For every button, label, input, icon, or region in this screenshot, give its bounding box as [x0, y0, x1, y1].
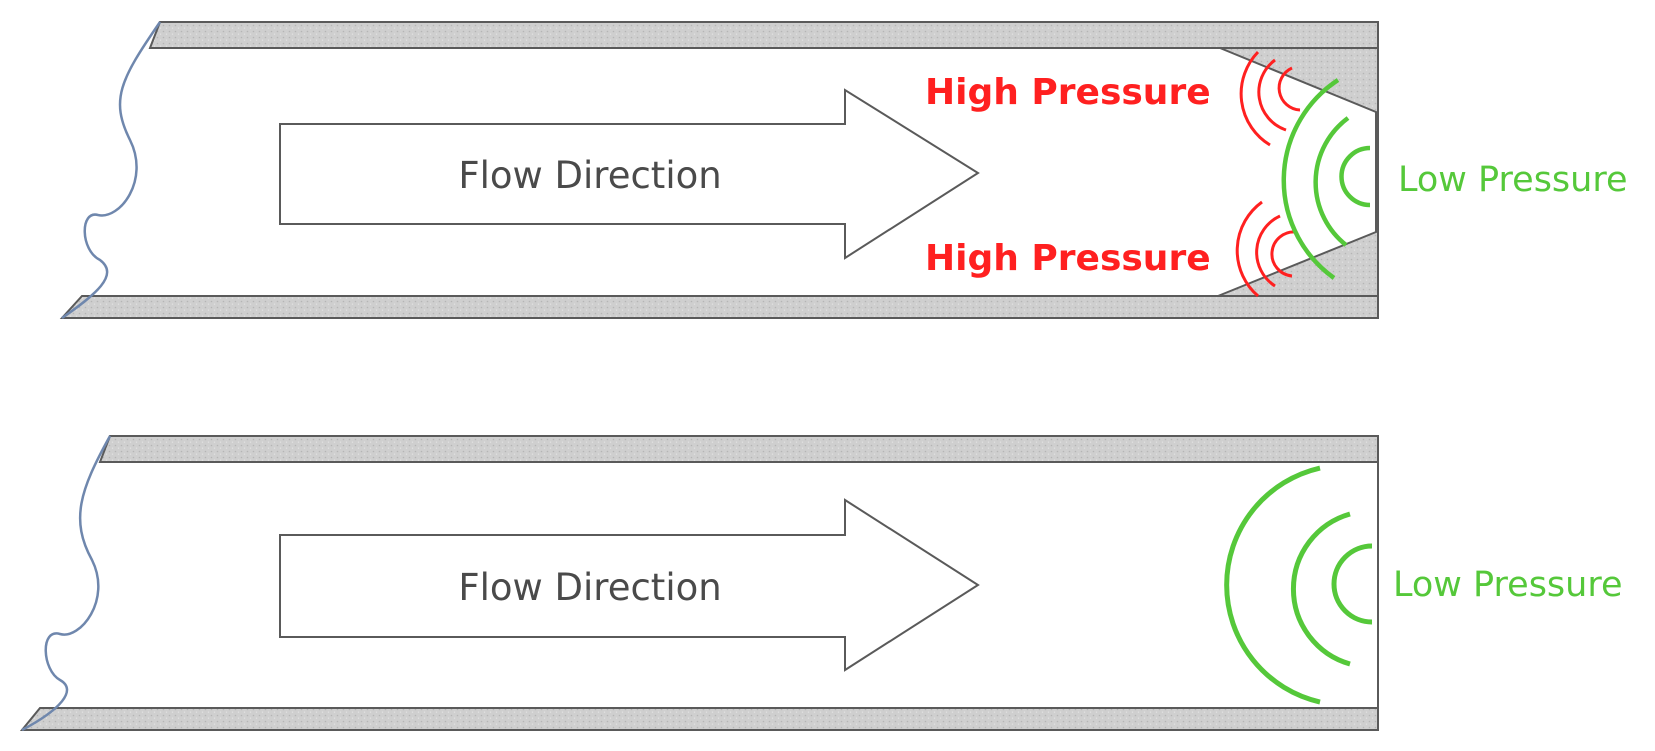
- bottom-pipe: Flow Direction Low Pressure: [19, 435, 1623, 732]
- top-pipe-cone-plug: [1217, 47, 1379, 297]
- flow-direction-label: Flow Direction: [458, 154, 721, 197]
- flow-arrow-icon: [279, 88, 980, 260]
- high-pressure-wave-icon: [1239, 50, 1301, 147]
- high-pressure-wave-icon: [1235, 200, 1297, 298]
- low-pressure-wave-icon: [1224, 465, 1373, 705]
- low-pressure-label-bottom: Low Pressure: [1393, 565, 1623, 605]
- pipe-break-icon: [61, 21, 162, 320]
- bottom-pipe-lower-wall: [19, 707, 1379, 731]
- high-pressure-label-top: High Pressure: [925, 72, 1211, 113]
- flow-arrow-icon: [279, 498, 980, 672]
- high-pressure-label-bottom: High Pressure: [925, 238, 1211, 279]
- flow-direction-label: Flow Direction: [458, 566, 721, 609]
- low-pressure-wave-icon: [1281, 78, 1371, 280]
- top-pipe-lower-wall: [59, 295, 1379, 319]
- pipe-break-icon: [21, 435, 112, 732]
- bottom-pipe-upper-wall: [98, 435, 1379, 463]
- top-pipe: Flow Direction High Pressure High Pressu…: [59, 21, 1628, 320]
- low-pressure-label-top: Low Pressure: [1398, 160, 1628, 200]
- top-pipe-upper-wall: [148, 21, 1379, 49]
